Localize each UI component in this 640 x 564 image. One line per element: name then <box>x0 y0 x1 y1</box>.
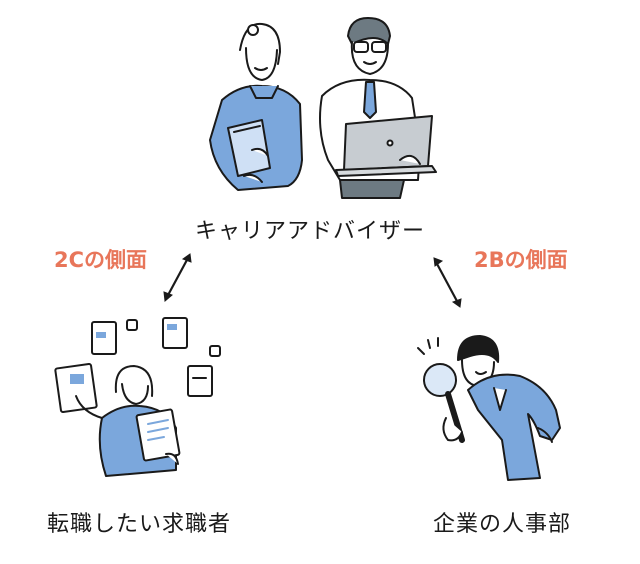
document-icon <box>162 317 188 349</box>
edge-label-2c: 2Cの側面 <box>54 248 148 272</box>
edge-label-2b: 2Bの側面 <box>474 248 568 272</box>
hr-label: 企業の人事部 <box>433 512 572 537</box>
document-icon <box>187 365 213 397</box>
advisor-label: キャリアアドバイザー <box>195 219 426 244</box>
job-seeker-illustration <box>54 317 221 477</box>
arrow-advisor-job-seeker <box>163 253 192 302</box>
advisor-woman-illustration <box>209 22 303 191</box>
advisor-man-illustration <box>319 17 437 199</box>
hr-person-illustration <box>417 335 561 481</box>
job-seeker-label: 転職したい求職者 <box>47 512 232 537</box>
arrow-advisor-hr <box>433 257 462 308</box>
